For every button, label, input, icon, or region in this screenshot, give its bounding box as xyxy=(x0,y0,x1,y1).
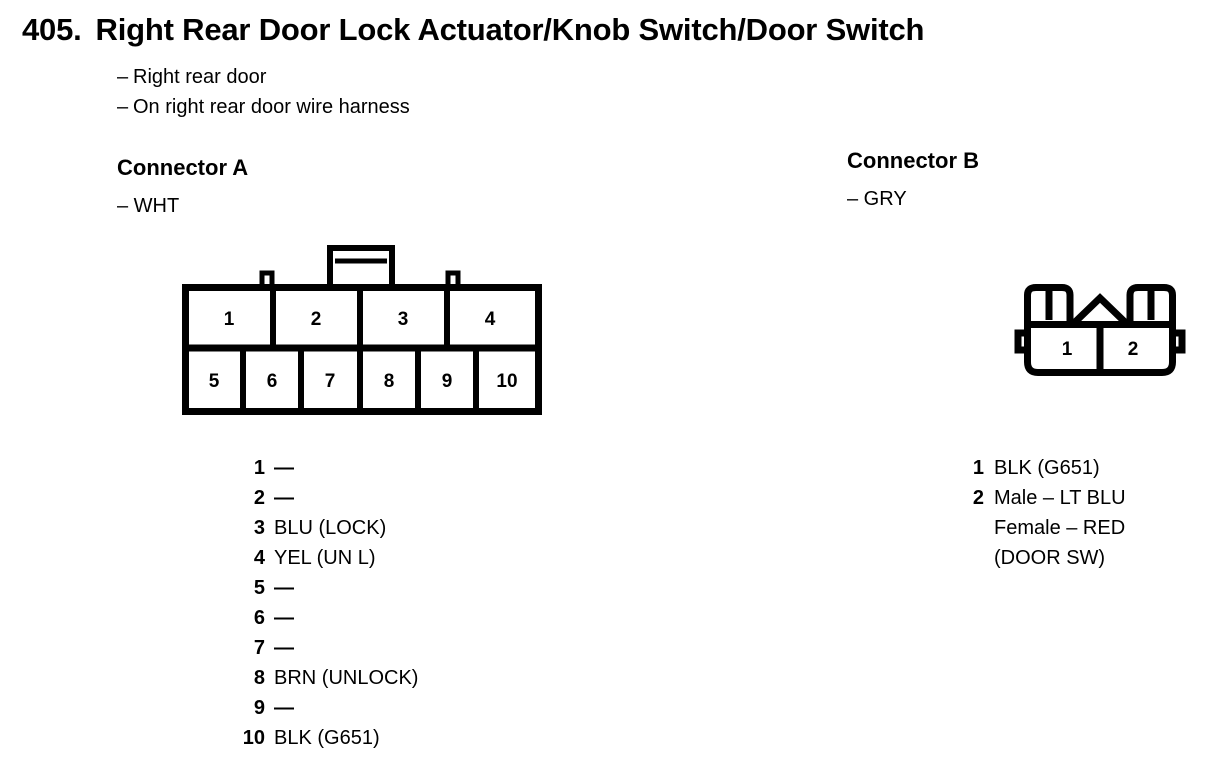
latch-tab-outline xyxy=(327,245,395,291)
pin-value: BLK (G651) xyxy=(994,457,1100,479)
pin-number: 5 xyxy=(253,577,265,599)
connector-a-cell-9: 9 xyxy=(442,371,453,392)
connector-b-heading: Connector B xyxy=(847,148,979,173)
page-note-2: –On right rear door wire harness xyxy=(117,92,410,122)
pin-row: 5 — xyxy=(232,573,418,603)
connector-a-pin-list: 1 — 2 — 3 BLU (LOCK) 4 YEL (UN L) 5 — 6 … xyxy=(232,453,419,753)
pin-row: 4 YEL (UN L) xyxy=(232,543,418,573)
page-number: 405. xyxy=(22,12,82,47)
pin-number: 1 xyxy=(253,457,265,479)
top-notch-right-outline xyxy=(1126,284,1176,334)
pin-number: 2 xyxy=(253,487,265,509)
connector-a-cell-3: 3 xyxy=(398,309,409,330)
connector-a-cell-2: 2 xyxy=(311,309,322,330)
center-peak-icon xyxy=(1069,293,1131,328)
pin-number: 7 xyxy=(253,637,265,659)
pin-value: BRN (UNLOCK) xyxy=(274,667,419,689)
pin-row: 10 BLK (G651) xyxy=(232,723,418,753)
pin-value: — xyxy=(274,577,294,599)
connector-a-color-label: – WHT xyxy=(117,195,180,217)
page-note-2-text: On right rear door wire harness xyxy=(133,96,410,118)
pin-value: — xyxy=(274,457,294,479)
pin-row: 7 — xyxy=(232,633,418,663)
pin-number: 1 xyxy=(972,457,984,479)
connector-a-cell-4: 4 xyxy=(485,309,496,330)
connector-a-cell-10: 10 xyxy=(496,371,517,392)
connector-b-svg: 1 2 xyxy=(1014,284,1186,376)
pin-number: 10 xyxy=(242,727,265,749)
page-notes-list: –Right rear door –On right rear door wir… xyxy=(117,62,410,122)
connector-a-cell-6: 6 xyxy=(267,371,278,392)
pin-row: 2 Male – LT BLU xyxy=(972,483,1126,513)
page-note-1: –Right rear door xyxy=(117,62,410,92)
pin-value: — xyxy=(274,637,294,659)
pin-number: 2 xyxy=(972,487,984,509)
pin-value: — xyxy=(274,697,294,719)
pin-value: BLU (LOCK) xyxy=(274,517,387,539)
pin-row: 3 BLU (LOCK) xyxy=(232,513,418,543)
pin-row: 2 — xyxy=(232,483,418,513)
connector-b-cell-1: 1 xyxy=(1062,339,1073,360)
pin-number: 3 xyxy=(253,517,265,539)
side-tab-left xyxy=(1014,329,1028,354)
side-tab-right xyxy=(1172,329,1186,354)
pin-number: 4 xyxy=(253,547,265,569)
connector-b-cell-2: 2 xyxy=(1128,339,1139,360)
connector-a-cell-1: 1 xyxy=(224,309,235,330)
connector-b-color-label: – GRY xyxy=(847,188,907,210)
pin-value: BLK (G651) xyxy=(274,727,380,749)
note-dash-icon: – xyxy=(117,96,129,118)
page-title-text: Right Rear Door Lock Actuator/Knob Switc… xyxy=(95,12,925,47)
note-dash-icon: – xyxy=(117,66,129,88)
pin-value-continuation: Female – RED xyxy=(994,517,1126,539)
pin-row: 8 BRN (UNLOCK) xyxy=(232,663,419,693)
connector-a-cell-7: 7 xyxy=(325,371,336,392)
connector-b-pin-list: 1 BLK (G651) 2 Male – LT BLU Female – RE… xyxy=(972,453,1126,573)
pin-value: YEL (UN L) xyxy=(274,547,376,569)
connector-a-cell-8: 8 xyxy=(384,371,395,392)
pin-row: 9 — xyxy=(232,693,418,723)
connector-a-cell-5: 5 xyxy=(209,371,220,392)
pin-row: 6 — xyxy=(232,603,418,633)
pin-value: — xyxy=(274,487,294,509)
connector-a-svg: 1 2 3 4 5 6 7 8 9 10 xyxy=(182,245,542,415)
pin-value: — xyxy=(274,607,294,629)
top-notch-left-outline xyxy=(1024,284,1074,334)
pin-value: Male – LT BLU xyxy=(994,487,1126,509)
pin-row: 1 BLK (G651) xyxy=(972,453,1126,483)
pin-row: 1 — xyxy=(232,453,418,483)
connector-b-diagram: 1 2 xyxy=(1010,278,1190,388)
pin-number: 6 xyxy=(253,607,265,629)
pin-value-continuation: (DOOR SW) xyxy=(994,547,1106,569)
pin-number: 8 xyxy=(253,667,265,689)
connector-a-diagram: 1 2 3 4 5 6 7 8 9 10 xyxy=(170,240,560,430)
pin-number: 9 xyxy=(253,697,265,719)
page-note-1-text: Right rear door xyxy=(133,66,267,88)
page-title: 405. Right Rear Door Lock Actuator/Knob S… xyxy=(22,12,924,48)
connector-a-heading: Connector A xyxy=(117,155,249,180)
